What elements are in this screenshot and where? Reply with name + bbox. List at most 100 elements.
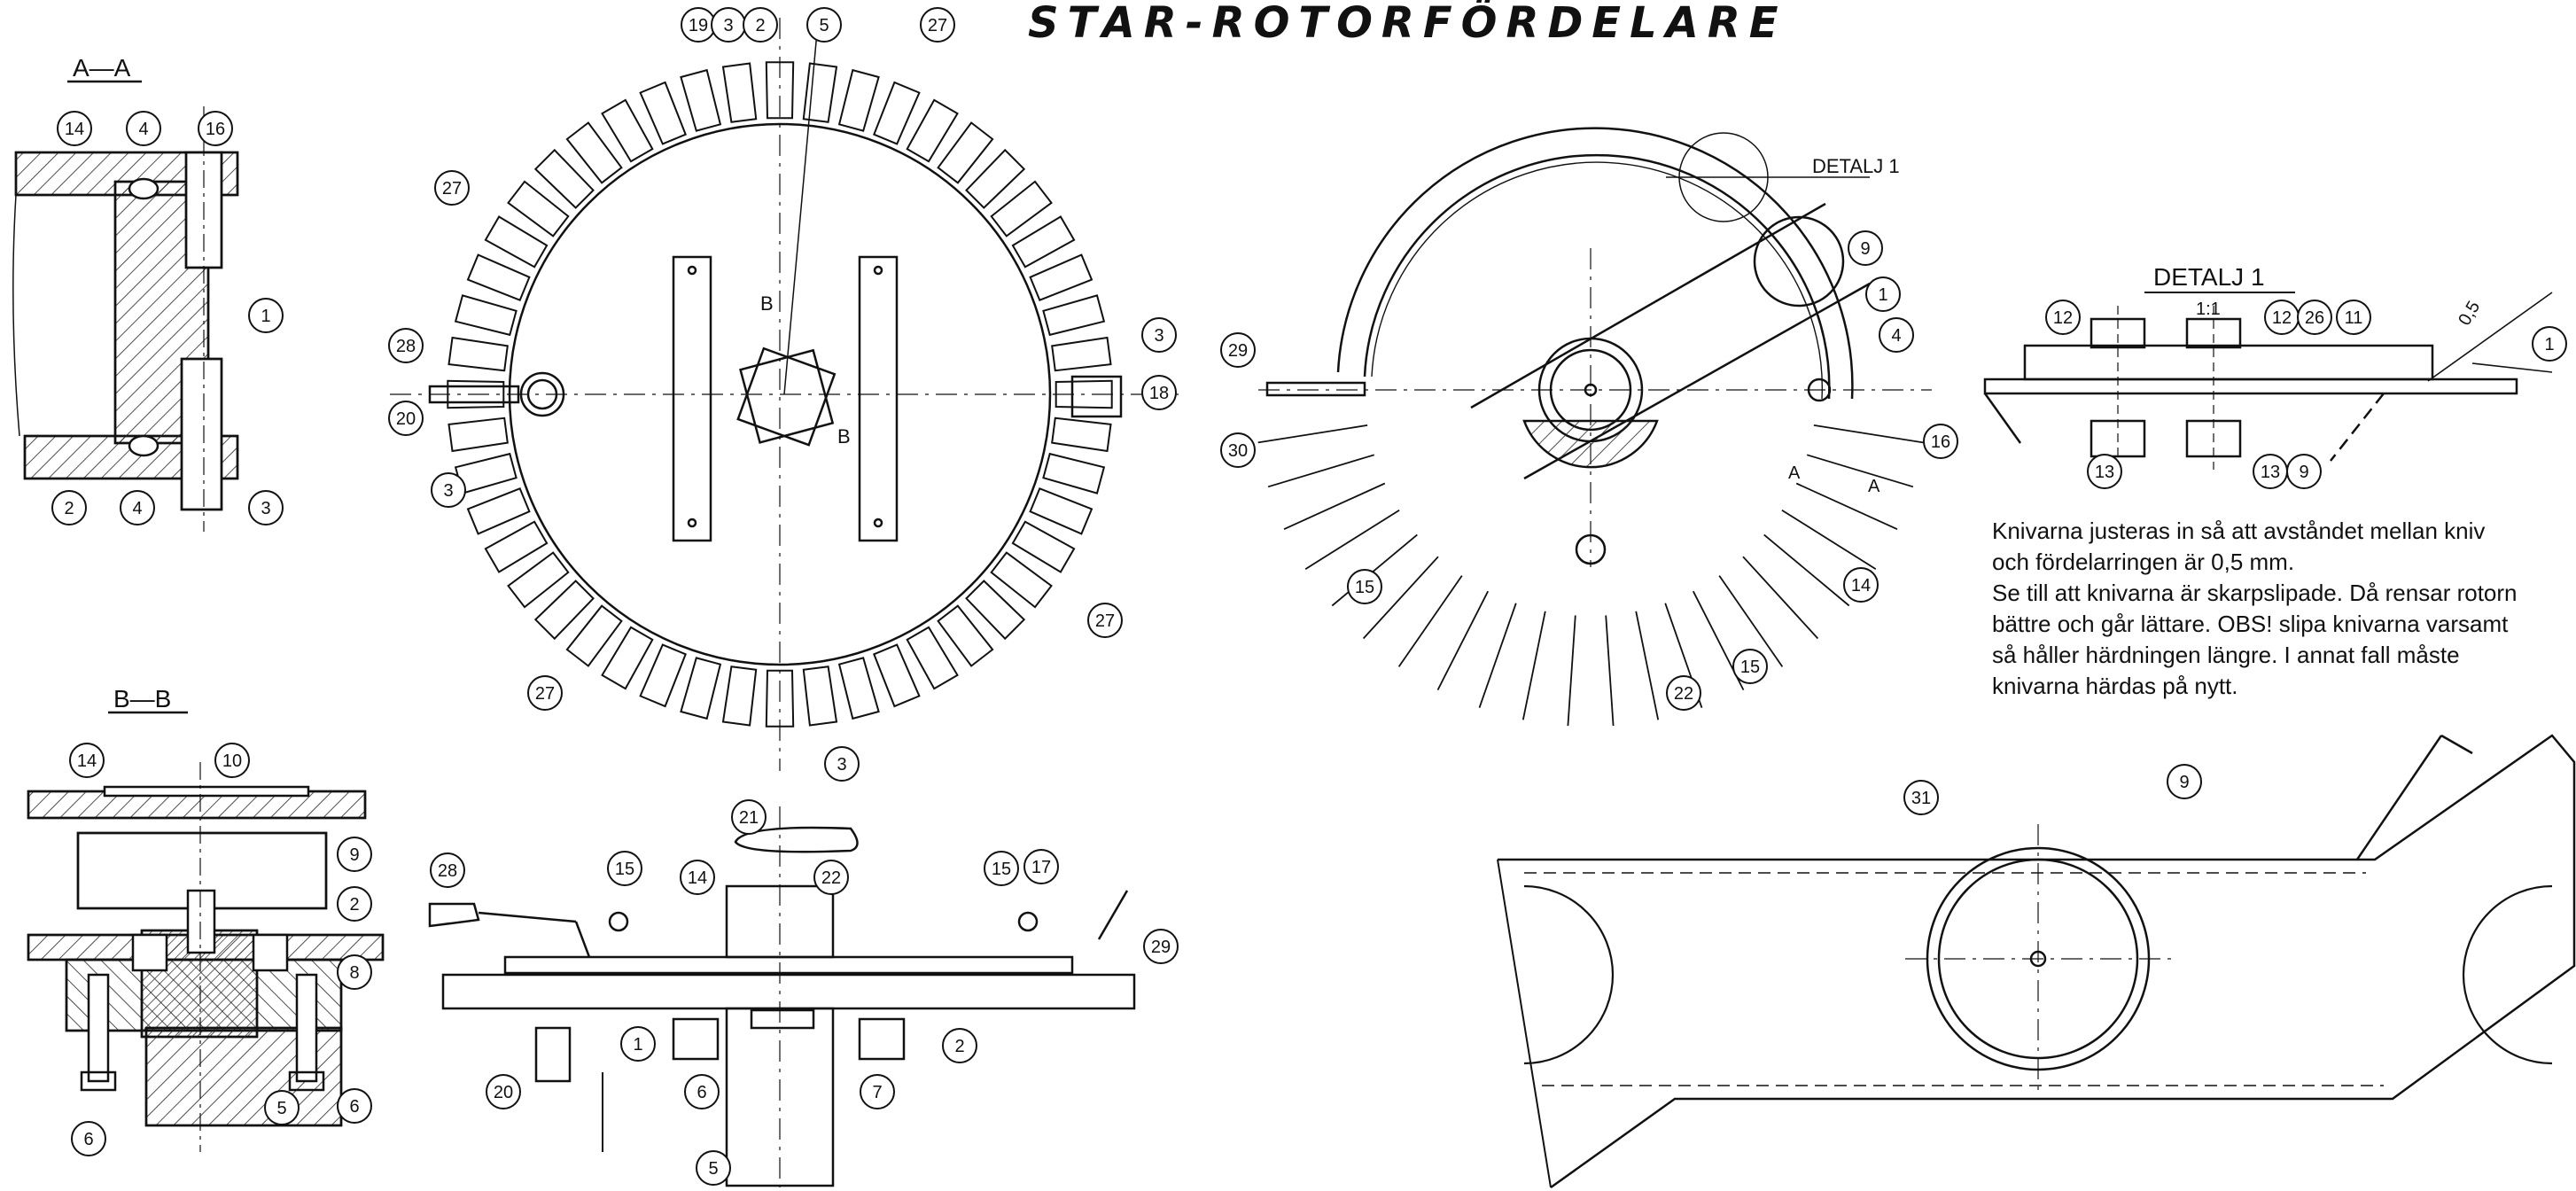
rotor-blade-edge [1742,556,1819,640]
callout-number: 16 [1931,432,1950,452]
callout-balloon [942,1028,977,1063]
callout-balloon [51,490,87,525]
rotor-blade [601,98,654,163]
note-line: bättre och går lättare. OBS! slipa kniva… [1992,611,2509,637]
callout-number: 16 [206,120,225,139]
rotor-blade-edge [1806,454,1914,488]
callout-balloon [248,490,284,525]
callout-number: 31 [1911,789,1931,808]
adjustment-notes: Knivarna justeras in så att avståndet me… [1992,516,2541,702]
rotor-blade [1051,416,1112,453]
callout-number: 15 [1355,578,1374,597]
detail-1-tag: DETALJ 1 [1812,155,1900,177]
callout-balloon [1141,375,1177,410]
callout-balloon [824,746,860,782]
callout-balloon [430,852,465,888]
callout-balloon [120,490,155,525]
callout-balloon [1843,567,1879,603]
section-aa-view: A—A [12,54,239,532]
callout-balloon [1879,317,1914,353]
callout-number: 27 [535,684,555,704]
callout-balloon [1903,780,1939,815]
callout-number: 21 [739,808,759,828]
rotor-blade [507,180,570,237]
callout-number: 9 [2299,463,2308,482]
rotor-half-view: DETALJ 1 A A [1257,127,1932,727]
rotor-blade [802,666,838,727]
section-aa-label: A—A [73,54,131,82]
rotor-blade [533,148,595,209]
callout-number: 4 [132,499,142,518]
rotor-blade-edge [1304,509,1400,570]
callout-number: 9 [349,845,359,865]
detail-1-view: DETALJ 1 1:1 0,5 [1983,263,2553,470]
callout-balloon [813,860,849,895]
callout-number: 13 [2261,463,2280,482]
callout-number: 12 [2053,308,2073,328]
callout-number: 14 [65,120,84,139]
rotor-blade [639,81,687,145]
callout-balloon [1848,230,1883,266]
callout-number: 1 [1878,285,1887,305]
callout-number: 6 [83,1130,93,1149]
callout-balloon [1141,317,1177,353]
callout-balloon [680,860,715,895]
note-line: Knivarna justeras in så att avståndet me… [1992,518,2486,544]
rotor-blade [1029,253,1093,301]
rotor-blade-edge [1521,611,1546,720]
rotor-blade [565,121,623,184]
callout-balloon [1347,569,1382,604]
rotor-blade [906,98,959,163]
rotor-blade-edge [1331,533,1418,607]
section-a-arrow-left: A [1788,463,1801,483]
rotor-blade [1042,452,1106,494]
callout-number: 26 [2305,308,2324,328]
rotor-blade [680,68,722,132]
callout-number: 3 [723,16,733,35]
rotor-blade-edge [1781,509,1877,570]
callout-number: 9 [2179,773,2189,792]
callout-balloon [2532,326,2567,362]
callout-balloon [434,170,470,206]
drawing-title: STAR-ROTORFÖRDELARE [1028,0,1787,48]
callout-number: 20 [396,409,416,429]
rotor-blade [802,62,838,123]
note-line: så håller härdningen längre. I annat fal… [1992,642,2460,668]
callout-number: 15 [1740,658,1760,677]
callout-balloon [1666,675,1701,711]
section-b-arrow-top: B [760,292,774,315]
side-assembly-view [428,806,1136,1187]
rotor-blade-edge [1718,575,1784,667]
rotor-blade-edge [1567,615,1576,727]
rotor-blade [639,643,687,708]
callout-number: 6 [349,1097,359,1117]
knife-arm-view [1497,734,2576,1189]
callout-number: 7 [872,1083,882,1102]
rotor-blade [906,626,959,690]
rotor-blade [447,336,509,372]
callout-balloon [743,7,778,43]
rotor-blade [990,551,1053,609]
callout-balloon [2087,454,2122,489]
rotor-blade [533,580,595,641]
rotor-blade [721,62,758,123]
detail-1-scale: 1:1 [2196,300,2221,319]
callout-balloon [248,298,284,333]
clearance-dimension: 0,5 [2455,298,2484,329]
callout-balloon [2286,454,2322,489]
callout-balloon [388,328,424,363]
callout-number: 5 [819,16,829,35]
rotor-blade [965,580,1026,641]
rotor-blade [1055,379,1113,409]
rotor-blade [484,215,549,269]
callout-number: 30 [1228,441,1248,461]
rotor-blade [873,81,921,145]
callout-balloon [1023,849,1059,884]
callout-number: 27 [1095,611,1115,631]
rotor-blade-edge [1763,533,1850,607]
rotor-blade [873,643,921,708]
callout-number: 5 [708,1159,718,1179]
callout-balloon [860,1074,895,1109]
